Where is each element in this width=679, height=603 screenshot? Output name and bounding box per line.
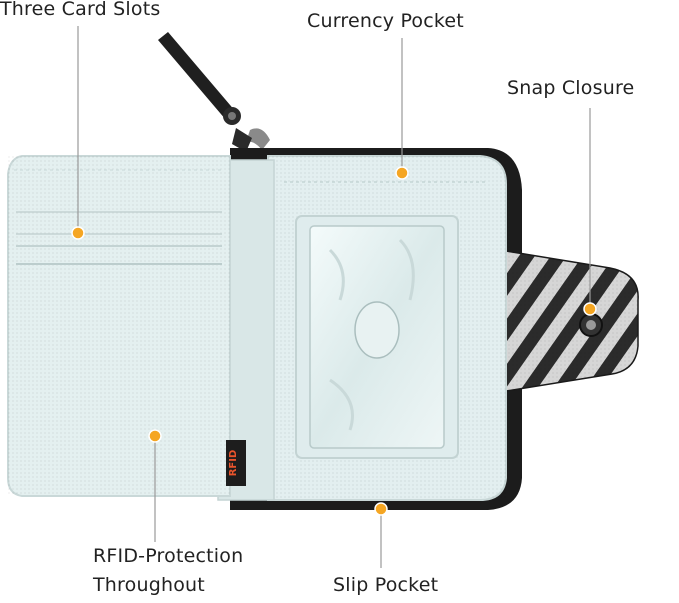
marker-slip-pocket — [374, 502, 388, 516]
left-panel — [7, 155, 231, 497]
right-panel — [267, 155, 507, 501]
callout-rfid-line2: Throughout — [93, 574, 205, 596]
rfid-tag-text: RFID — [228, 450, 239, 477]
rfid-tag: RFID — [226, 440, 246, 486]
marker-rfid — [148, 429, 162, 443]
callout-slip-pocket: Slip Pocket — [333, 574, 439, 596]
marker-currency-pocket — [395, 166, 409, 180]
marker-card-slots — [71, 226, 85, 240]
zipper-pull — [158, 32, 270, 152]
callout-card-slots: Three Card Slots — [0, 0, 161, 20]
leader-lines — [77, 26, 591, 568]
callout-rfid-line1: RFID-Protection — [93, 545, 244, 567]
callout-snap-closure: Snap Closure — [507, 77, 635, 99]
snap-strap — [499, 249, 639, 393]
marker-snap-closure — [583, 302, 597, 316]
callout-currency-pocket: Currency Pocket — [307, 10, 464, 32]
marker-dots — [71, 166, 597, 516]
